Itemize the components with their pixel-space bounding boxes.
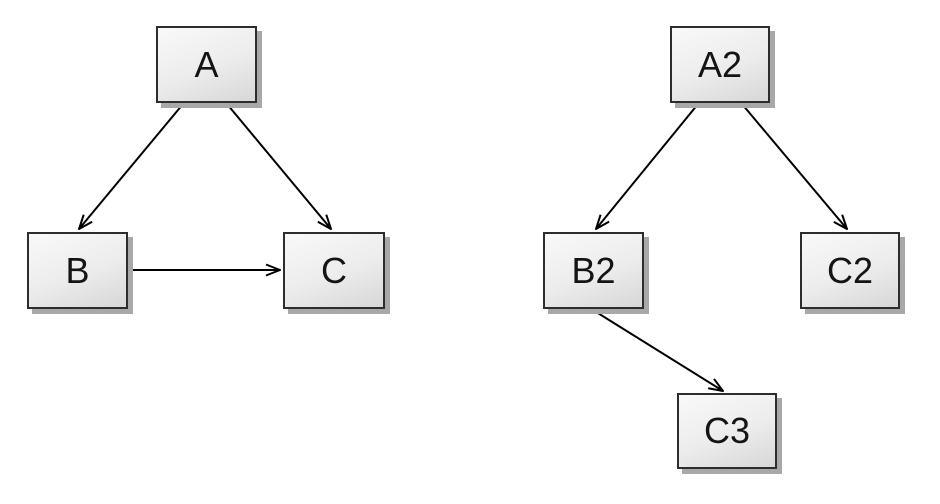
node-B2-label: B2 [571,249,616,291]
node-B2[interactable]: B2 [543,232,644,309]
node-A-label: A [194,43,219,85]
node-C2-label: C2 [826,249,874,291]
node-C-label: C [321,249,347,291]
edge-A-to-B-arrow [79,103,184,229]
node-A2[interactable]: A2 [670,26,770,103]
edge-A-to-C-arrow [226,103,331,229]
edge-A2-to-B2-arrow [596,103,699,229]
node-A2-label: A2 [697,43,743,85]
node-C[interactable]: C [283,232,385,309]
edge-A2-to-C2-arrow [741,103,847,229]
node-B[interactable]: B [27,232,128,309]
edge-B2-to-C3-arrow [592,309,723,391]
node-C3[interactable]: C3 [677,393,777,469]
node-A[interactable]: A [156,26,257,103]
node-B-label: B [65,249,90,291]
node-C3-label: C3 [703,410,751,451]
node-C2[interactable]: C2 [800,232,900,309]
